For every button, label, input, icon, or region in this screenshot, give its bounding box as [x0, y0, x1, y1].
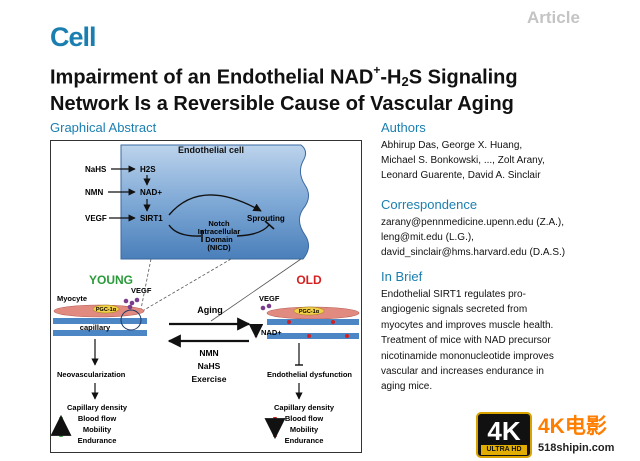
watermark-url: 518shipin.com	[538, 442, 615, 454]
young-capillary-bottom	[53, 330, 147, 336]
old-label: OLD	[296, 273, 322, 287]
capillary-label: capillary	[80, 323, 111, 332]
arrow-sirt1-sprouting	[168, 194, 262, 216]
old-metric: Blood flow	[285, 414, 323, 423]
brief-line: nicotinamide mononucleotide improves	[381, 350, 554, 362]
old-pgc-blob	[293, 306, 325, 316]
brief-line: Treatment of mice with NAD precursor	[381, 335, 551, 347]
4k-logo-subtext: ULTRA HD	[481, 445, 527, 455]
correspondence-list: zarany@pennmedicine.upenn.edu (Z.A.), le…	[381, 215, 631, 260]
vegf-dot	[260, 305, 266, 311]
authors-list: Abhirup Das, George X. Huang, Michael S.…	[381, 138, 631, 183]
young-vegf-label: VEGF	[131, 286, 152, 295]
young-pgc-blob	[92, 304, 120, 314]
brief-line: Endothelial SIRT1 regulates pro-	[381, 289, 526, 300]
cell-label: Endothelial cell	[178, 145, 244, 155]
correspondence-heading: Correspondence	[381, 197, 478, 212]
title-line-2: Network Is a Reversible Cause of Vascula…	[50, 92, 514, 115]
rbc-dot	[287, 320, 291, 324]
zoom-line	[140, 258, 152, 310]
young-metric: Blood flow	[78, 414, 116, 423]
old-metric: Endurance	[285, 436, 324, 445]
old-metric: Mobility	[290, 425, 319, 434]
4k-logo-text: 4K	[487, 416, 521, 446]
graphical-abstract-svg: Endothelial cell NaHS NMN VEGF H2S NAD+ …	[51, 144, 360, 445]
nicd-line: Notch	[208, 219, 230, 228]
rbc-dot	[331, 320, 335, 324]
treatment-exercise: Exercise	[192, 374, 227, 384]
author-line: Abhirup Das, George X. Huang,	[381, 140, 523, 151]
vegf-dot	[129, 300, 135, 306]
rbc-dot	[307, 334, 311, 338]
old-pgc-label: PGC-1α	[299, 309, 320, 315]
vegf-dot	[134, 297, 140, 303]
old-outcome-label: Endothelial dysfunction	[267, 370, 352, 379]
inhibit-sirt1-nicd	[168, 224, 202, 237]
young-metric: Endurance	[78, 436, 117, 445]
authors-heading: Authors	[381, 120, 426, 135]
brief-line: aging mice.	[381, 381, 433, 393]
inhibit-bar-2	[264, 220, 275, 230]
node-h2s: H2S	[140, 165, 156, 174]
graphical-abstract-figure: Endothelial cell NaHS NMN VEGF H2S NAD+ …	[50, 140, 362, 453]
author-line: Michael S. Bonkowski, ..., Zolt Arany,	[381, 155, 545, 166]
email-link[interactable]: david_sinclair@hms.harvard.edu (D.A.S.)	[381, 247, 566, 258]
zoom-line	[210, 258, 302, 322]
graphical-abstract-heading: Graphical Abstract	[50, 120, 157, 135]
input-nmn: NMN	[85, 188, 103, 197]
myocyte-label: Myocyte	[57, 294, 87, 303]
nicd-line: Domain	[205, 235, 233, 244]
brief-line: vascular and increases endurance in	[381, 366, 544, 378]
aging-label: Aging	[197, 305, 223, 315]
brief-line: angiogenic signals secreted from	[381, 304, 528, 316]
old-vegf-label: VEGF	[259, 294, 280, 303]
young-capillary-top	[53, 318, 147, 324]
4k-logo-icon: 4K ULTRA HD	[476, 412, 532, 458]
young-label: YOUNG	[89, 273, 133, 287]
treatment-nahs: NaHS	[198, 361, 221, 371]
watermark-title: 4K电影	[538, 415, 607, 438]
input-nahs: NaHS	[85, 165, 107, 174]
brief-line: myocytes and improves muscle health.	[381, 319, 554, 331]
zoom-line	[138, 258, 232, 314]
journal-logo: Cell	[50, 22, 97, 52]
vegf-dot	[127, 304, 133, 310]
vegf-dot	[123, 298, 129, 304]
zoom-circle	[120, 309, 142, 331]
paper-title: Impairment of an Endothelial NAD+-H2S Si…	[50, 60, 610, 116]
node-sirt1: SIRT1	[140, 214, 163, 223]
in-brief-text: Endothelial SIRT1 regulates pro- angioge…	[381, 287, 596, 395]
sprouting-label: Sprouting	[247, 214, 285, 223]
article-type-label: Article	[527, 8, 580, 27]
in-brief-heading: In Brief	[381, 269, 423, 284]
author-line: Leonard Guarente, David A. Sinclair	[381, 170, 541, 181]
email-link[interactable]: leng@mit.edu (L.G.),	[381, 232, 474, 243]
inhibit-nicd-sprouting	[236, 224, 270, 237]
young-pgc-label: PGC-1α	[96, 307, 117, 313]
watermark-badge: 4K ULTRA HD 4K电影 518shipin.com	[476, 412, 634, 458]
old-capillary-top	[267, 319, 359, 325]
vegf-dot	[266, 303, 272, 309]
title-line-1: Impairment of an Endothelial NAD+-H2S Si…	[50, 63, 518, 89]
nicd-line: Intracellular	[198, 227, 241, 236]
rbc-dot	[345, 334, 349, 338]
email-link[interactable]: zarany@pennmedicine.upenn.edu (Z.A.),	[381, 217, 565, 228]
old-nad-label: NAD+	[261, 328, 282, 337]
young-metric: Capillary density	[67, 403, 128, 412]
young-outcome-label: Neovascularization	[57, 370, 126, 379]
young-metric: Mobility	[83, 425, 112, 434]
old-capillary-bottom	[267, 333, 359, 339]
old-metric: Capillary density	[274, 403, 335, 412]
treatment-nmn: NMN	[199, 348, 218, 358]
node-nad: NAD+	[140, 188, 162, 197]
input-vegf: VEGF	[85, 214, 107, 223]
nicd-line: (NICD)	[207, 243, 231, 252]
